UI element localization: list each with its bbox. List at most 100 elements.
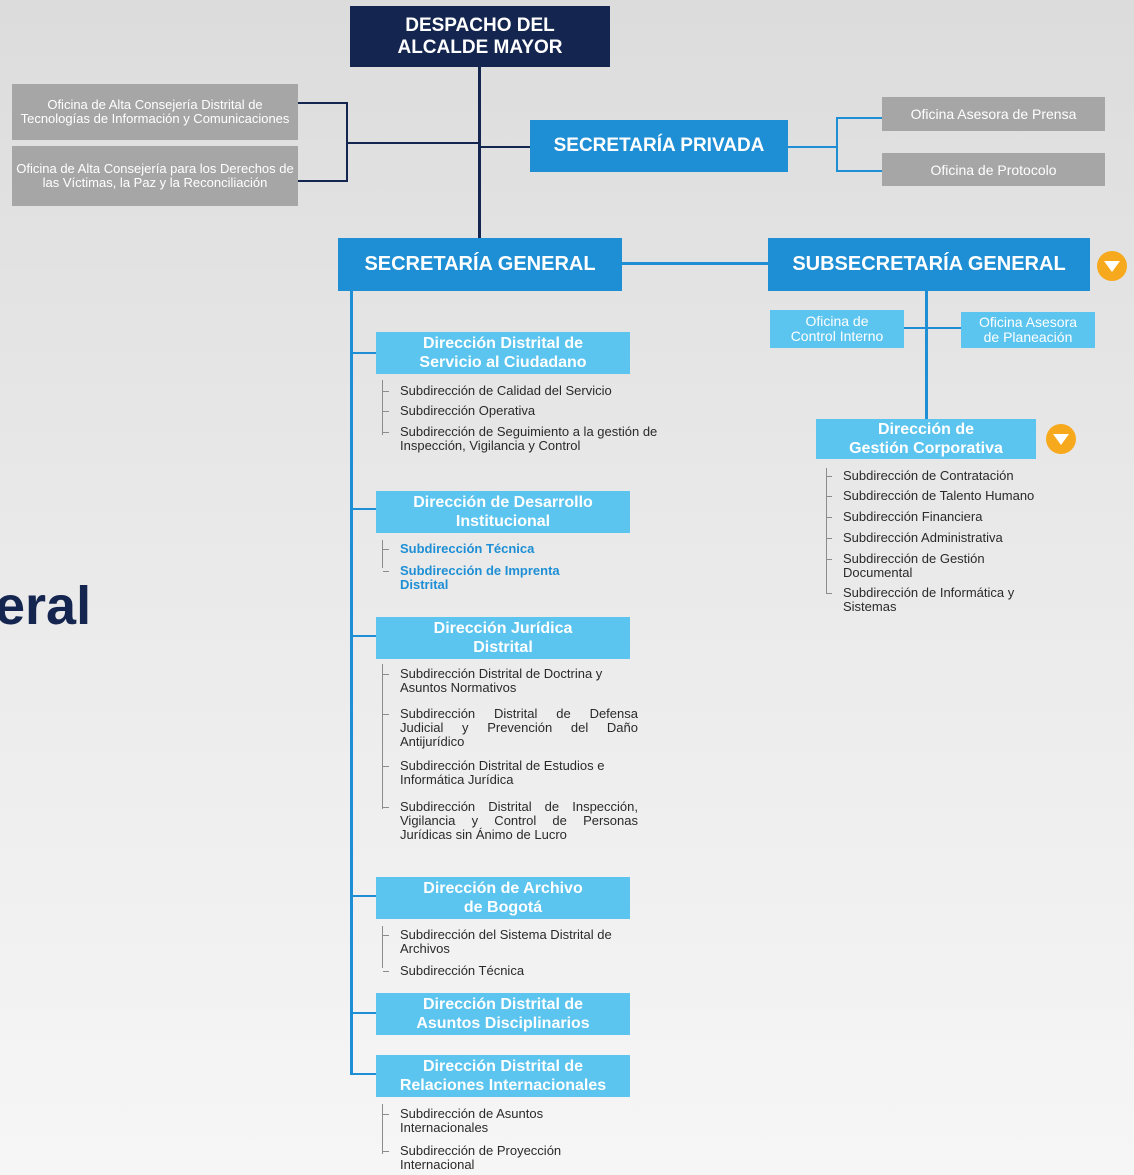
gestion-sub: Subdirección Financiera [843, 509, 983, 524]
direction-box: Dirección Distrital de Relaciones Intern… [376, 1055, 630, 1097]
connector [350, 1012, 378, 1014]
planeacion-label: Oficina Asesora de Planeación [978, 314, 1078, 345]
bracket-tick [826, 559, 832, 560]
bracket [382, 926, 383, 968]
bracket-tick [383, 391, 389, 392]
despacho-box: DESPACHO DEL ALCALDE MAYOR [350, 6, 610, 67]
connector [346, 142, 480, 144]
bracket-tick [383, 766, 389, 767]
direction-label: Dirección de Archivo de Bogotá [423, 880, 583, 916]
direction-sub: Subdirección de Proyección Internacional [400, 1143, 562, 1172]
bracket [382, 664, 383, 809]
bracket-tick [383, 411, 389, 412]
connector [350, 352, 378, 354]
direction-label: Dirección Jurídica Distrital [433, 620, 573, 656]
gray-label: Oficina de Alta Consejería para los Dere… [16, 161, 294, 190]
gestion-sub: Subdirección de Talento Humano [843, 488, 1035, 503]
gestion-sub: Subdirección de Contratación [843, 468, 1014, 483]
control-interno-box: Oficina de Control Interno [770, 310, 904, 348]
bracket-tick [383, 807, 389, 808]
bracket-tick [383, 1114, 389, 1115]
direction-sub: Subdirección Distrital de Defensa Judici… [400, 706, 638, 749]
gestion-sub: Subdirección de Gestión Documental [843, 551, 985, 580]
bracket [826, 468, 827, 594]
bracket-tick [826, 496, 832, 497]
connector [298, 180, 348, 182]
bracket-tick [826, 593, 832, 594]
connector [788, 146, 838, 148]
planeacion-box: Oficina Asesora de Planeación [961, 312, 1095, 348]
bracket [382, 540, 383, 568]
connector [350, 635, 378, 637]
direction-sub: Subdirección Distrital de Inspección, Vi… [400, 799, 638, 842]
control-label: Oficina de Control Interno [790, 313, 884, 344]
bracket-tick [383, 935, 389, 936]
connector [478, 66, 481, 240]
general-box: SECRETARÍA GENERAL [338, 238, 622, 291]
connector [836, 117, 838, 172]
bracket-tick [826, 517, 832, 518]
gestion-sub: Subdirección de Informática y Sistemas [843, 585, 1015, 614]
gestion-label: Dirección de Gestión Corporativa [849, 421, 1003, 457]
despacho-label: DESPACHO DEL ALCALDE MAYOR [397, 14, 563, 58]
direction-sub: Subdirección Distrital de Estudios e Inf… [400, 758, 605, 787]
direction-label: Dirección de Desarrollo Institucional [413, 494, 593, 530]
direction-label: Dirección Distrital de Servicio al Ciuda… [419, 335, 587, 371]
connector [350, 895, 378, 897]
subsecretaria-label: SUBSECRETARÍA GENERAL [792, 253, 1066, 275]
direction-sub: Subdirección Técnica [400, 963, 525, 978]
bracket [382, 1104, 383, 1154]
bracket [382, 380, 383, 435]
direction-box: Dirección de Archivo de Bogotá [376, 877, 630, 919]
bracket-tick [383, 714, 389, 715]
connector [903, 327, 963, 329]
prensa-box: Oficina Asesora de Prensa [882, 97, 1105, 131]
gray-box-victimas: Oficina de Alta Consejería para los Dere… [12, 146, 298, 206]
subsecretaria-box: SUBSECRETARÍA GENERAL [768, 238, 1090, 291]
direction-sub: Subdirección de Asuntos Internacionales [400, 1106, 544, 1135]
gestion-sub: Subdirección Administrativa [843, 530, 1003, 545]
bracket-tick [383, 571, 389, 572]
gray-label: Oficina de Protocolo [930, 161, 1057, 178]
general-label: SECRETARÍA GENERAL [364, 253, 596, 275]
connector [350, 1073, 378, 1075]
direction-sub: Subdirección Distrital de Doctrina y Asu… [400, 666, 603, 695]
connector [836, 170, 882, 172]
bracket-tick [826, 476, 832, 477]
connector [836, 117, 882, 119]
privada-label: SECRETARÍA PRIVADA [553, 135, 765, 156]
direction-box: Dirección Distrital de Servicio al Ciuda… [376, 332, 630, 374]
bracket-tick [383, 971, 389, 972]
direction-sub: Subdirección Operativa [400, 403, 536, 418]
direction-label: Dirección Distrital de Relaciones Intern… [399, 1058, 607, 1094]
gray-box-tic: Oficina de Alta Consejería Distrital de … [12, 84, 298, 140]
connector [925, 290, 928, 420]
connector [620, 262, 770, 265]
bracket-tick [826, 538, 832, 539]
direction-sub: Subdirección de Seguimiento a la gestión… [400, 424, 658, 453]
bracket-tick [383, 1151, 389, 1152]
expand-triangle-icon[interactable] [1097, 251, 1127, 281]
gestion-box: Dirección de Gestión Corporativa [816, 419, 1036, 459]
bracket-tick [383, 432, 389, 433]
page-title-fragment: eral [0, 576, 92, 636]
connector [298, 102, 348, 104]
direction-sub: Subdirección del Sistema Distrital de Ar… [400, 927, 612, 956]
connector [480, 146, 532, 148]
gray-label: Oficina de Alta Consejería Distrital de … [20, 97, 290, 126]
direction-sub: Subdirección de Calidad del Servicio [400, 383, 612, 398]
connector [350, 508, 378, 510]
direction-sub: Subdirección de Imprenta Distrital [400, 563, 560, 592]
direction-label: Dirección Distrital de Asuntos Disciplin… [416, 996, 590, 1032]
expand-triangle-icon[interactable] [1046, 424, 1076, 454]
direction-box: Dirección Jurídica Distrital [376, 617, 630, 659]
gray-label: Oficina Asesora de Prensa [910, 106, 1077, 122]
direction-sub: Subdirección Técnica [400, 541, 535, 556]
direction-box: Dirección Distrital de Asuntos Disciplin… [376, 993, 630, 1035]
connector [350, 290, 353, 1075]
privada-box: SECRETARÍA PRIVADA [530, 120, 788, 172]
direction-box: Dirección de Desarrollo Institucional [376, 491, 630, 533]
bracket-tick [383, 674, 389, 675]
bracket-tick [383, 549, 389, 550]
protocolo-box: Oficina de Protocolo [882, 153, 1105, 186]
